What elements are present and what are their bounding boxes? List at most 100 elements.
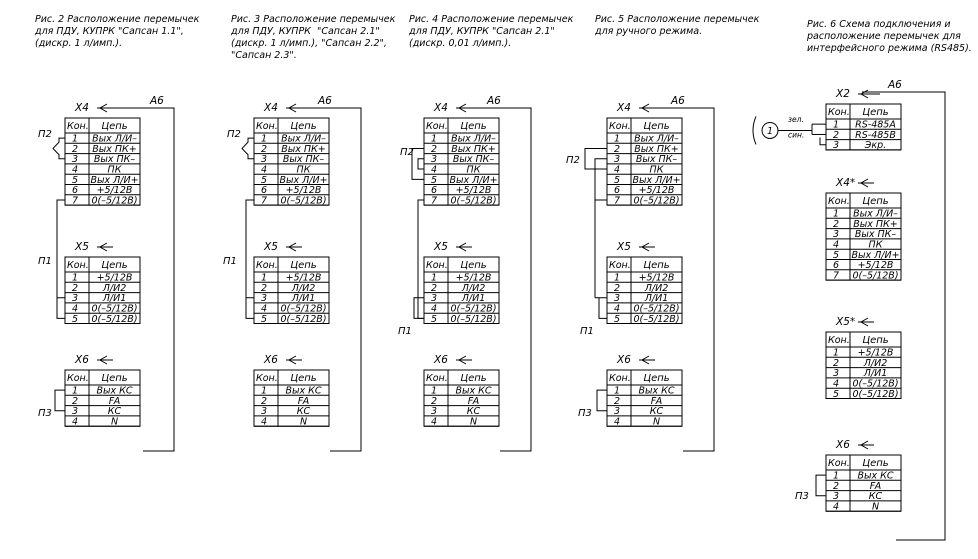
pin-signal: ПК xyxy=(650,165,665,176)
pin-number: 2 xyxy=(431,283,437,294)
bus-label: А6 xyxy=(149,95,164,107)
pin-number: 3 xyxy=(72,293,78,304)
pin-signal: ПК xyxy=(467,165,482,176)
pin-signal: Л/И1 xyxy=(644,293,669,304)
pin-signal: ПК xyxy=(869,240,884,251)
pin-signal: Вых ПК– xyxy=(453,154,495,165)
pin-number: 3 xyxy=(833,140,839,151)
pin-number: 6 xyxy=(72,185,78,196)
pin-signal: 0(–5/12В) xyxy=(852,270,898,281)
caption-line: для ПДУ, КУПРК "Сапсан 2.1" xyxy=(231,26,380,37)
pin-number: 2 xyxy=(833,481,839,492)
pin-signal: RS-485B xyxy=(855,130,896,141)
pin-signal: FA xyxy=(298,396,309,407)
pin-signal: Экр. xyxy=(864,140,886,151)
pin-number: 1 xyxy=(72,386,78,397)
jumper-label: П2 xyxy=(38,129,52,140)
pin-signal: 0(–5/12В) xyxy=(280,195,326,206)
pin-number: 7 xyxy=(431,195,437,206)
pin-signal: Л/И2 xyxy=(863,358,888,369)
plug-symbol xyxy=(98,355,108,365)
pin-signal: 0(–5/12В) xyxy=(91,195,137,206)
pin-number: 1 xyxy=(431,134,437,145)
caption-line: (дискр. 0,01 л/имп.). xyxy=(409,38,512,49)
pin-number: 4 xyxy=(72,304,78,315)
caption-line: Рис. 4 Расположение перемычек xyxy=(409,14,574,25)
caption-line: для ручного режима. xyxy=(595,26,703,37)
pin-number: 1 xyxy=(833,209,839,220)
pin-signal: 0(–5/12В) xyxy=(633,304,679,315)
pin-number: 3 xyxy=(261,406,267,417)
pin-signal: Л/И2 xyxy=(102,283,127,294)
pin-signal: N xyxy=(300,417,307,428)
caption-line: расположение перемычек для xyxy=(807,31,961,42)
jumper-p1 xyxy=(417,199,424,319)
pin-signal: 0(–5/12В) xyxy=(91,314,137,325)
pin-signal: Вых Л/И+ xyxy=(851,250,899,261)
connector-label: Х5 xyxy=(616,241,631,253)
pin-signal: Вых Л/И– xyxy=(281,134,326,145)
pin-number: 4 xyxy=(833,240,839,251)
connector-label: Х6 xyxy=(616,354,631,366)
column-header-chain: Цепь xyxy=(643,260,669,271)
plug-symbol xyxy=(859,178,869,188)
pin-signal: 0(–5/12В) xyxy=(91,304,137,315)
pin-signal: Вых Л/И– xyxy=(634,134,679,145)
column-header-kon: Кон. xyxy=(828,458,850,469)
pin-signal: 0(–5/12В) xyxy=(280,304,326,315)
column-header-kon: Кон. xyxy=(609,373,631,384)
pin-signal: 0(–5/12В) xyxy=(852,389,898,400)
pin-number: 5 xyxy=(833,389,839,400)
connector-label: Х4* xyxy=(835,177,855,189)
caption-line: (дискр. 1 л/имп.). xyxy=(35,38,123,49)
pin-signal: FA xyxy=(109,396,120,407)
pin-signal: КС xyxy=(869,491,883,502)
jumper-p3 xyxy=(54,389,65,412)
pin-signal: Вых ПК– xyxy=(855,229,897,240)
column-header-chain: Цепь xyxy=(862,458,888,469)
pin-signal: Л/И1 xyxy=(461,293,486,304)
pin-number: 4 xyxy=(261,417,267,428)
pin-signal: FA xyxy=(468,396,479,407)
connector-label: Х5* xyxy=(835,316,855,328)
connector-label: Х4 xyxy=(263,102,278,114)
pin-signal: Л/И2 xyxy=(644,283,669,294)
jumper-p2 xyxy=(417,158,424,170)
pin-number: 4 xyxy=(614,417,620,428)
pin-number: 2 xyxy=(261,144,267,155)
pin-signal: Вых ПК+ xyxy=(451,144,496,155)
pin-number: 1 xyxy=(614,134,620,145)
bus-label: А6 xyxy=(670,95,685,107)
pin-number: 4 xyxy=(72,165,78,176)
column-header-kon: Кон. xyxy=(256,260,278,271)
pin-signal: Вых ПК+ xyxy=(281,144,326,155)
pin-number: 6 xyxy=(261,185,267,196)
pin-number: 2 xyxy=(72,396,78,407)
pin-number: 5 xyxy=(614,314,620,325)
pin-signal: +5/12В xyxy=(456,185,492,196)
jumper-p1 xyxy=(413,297,424,319)
column-header-chain: Цепь xyxy=(290,121,316,132)
connector-label: Х6 xyxy=(263,354,278,366)
pin-number: 4 xyxy=(261,304,267,315)
column-header-kon: Кон. xyxy=(256,373,278,384)
pin-number: 1 xyxy=(261,273,267,284)
pin-number: 4 xyxy=(614,304,620,315)
jumper-label: П2 xyxy=(566,155,580,166)
pin-signal: 0(–5/12В) xyxy=(633,195,679,206)
pin-number: 1 xyxy=(614,386,620,397)
pin-number: 4 xyxy=(614,165,620,176)
column-header-chain: Цепь xyxy=(862,196,888,207)
pin-signal: N xyxy=(872,502,879,513)
pin-signal: +5/12В xyxy=(456,273,492,284)
connector-label: Х4 xyxy=(433,102,448,114)
pin-number: 3 xyxy=(431,293,437,304)
caption-line: интерфейсного режима (RS485). xyxy=(807,43,972,54)
pin-signal: +5/12В xyxy=(639,185,675,196)
column-header-kon: Кон. xyxy=(426,373,448,384)
pin-number: 5 xyxy=(72,175,78,186)
pin-number: 1 xyxy=(261,134,267,145)
caption-line: Рис. 6 Схема подключения и xyxy=(807,19,951,30)
